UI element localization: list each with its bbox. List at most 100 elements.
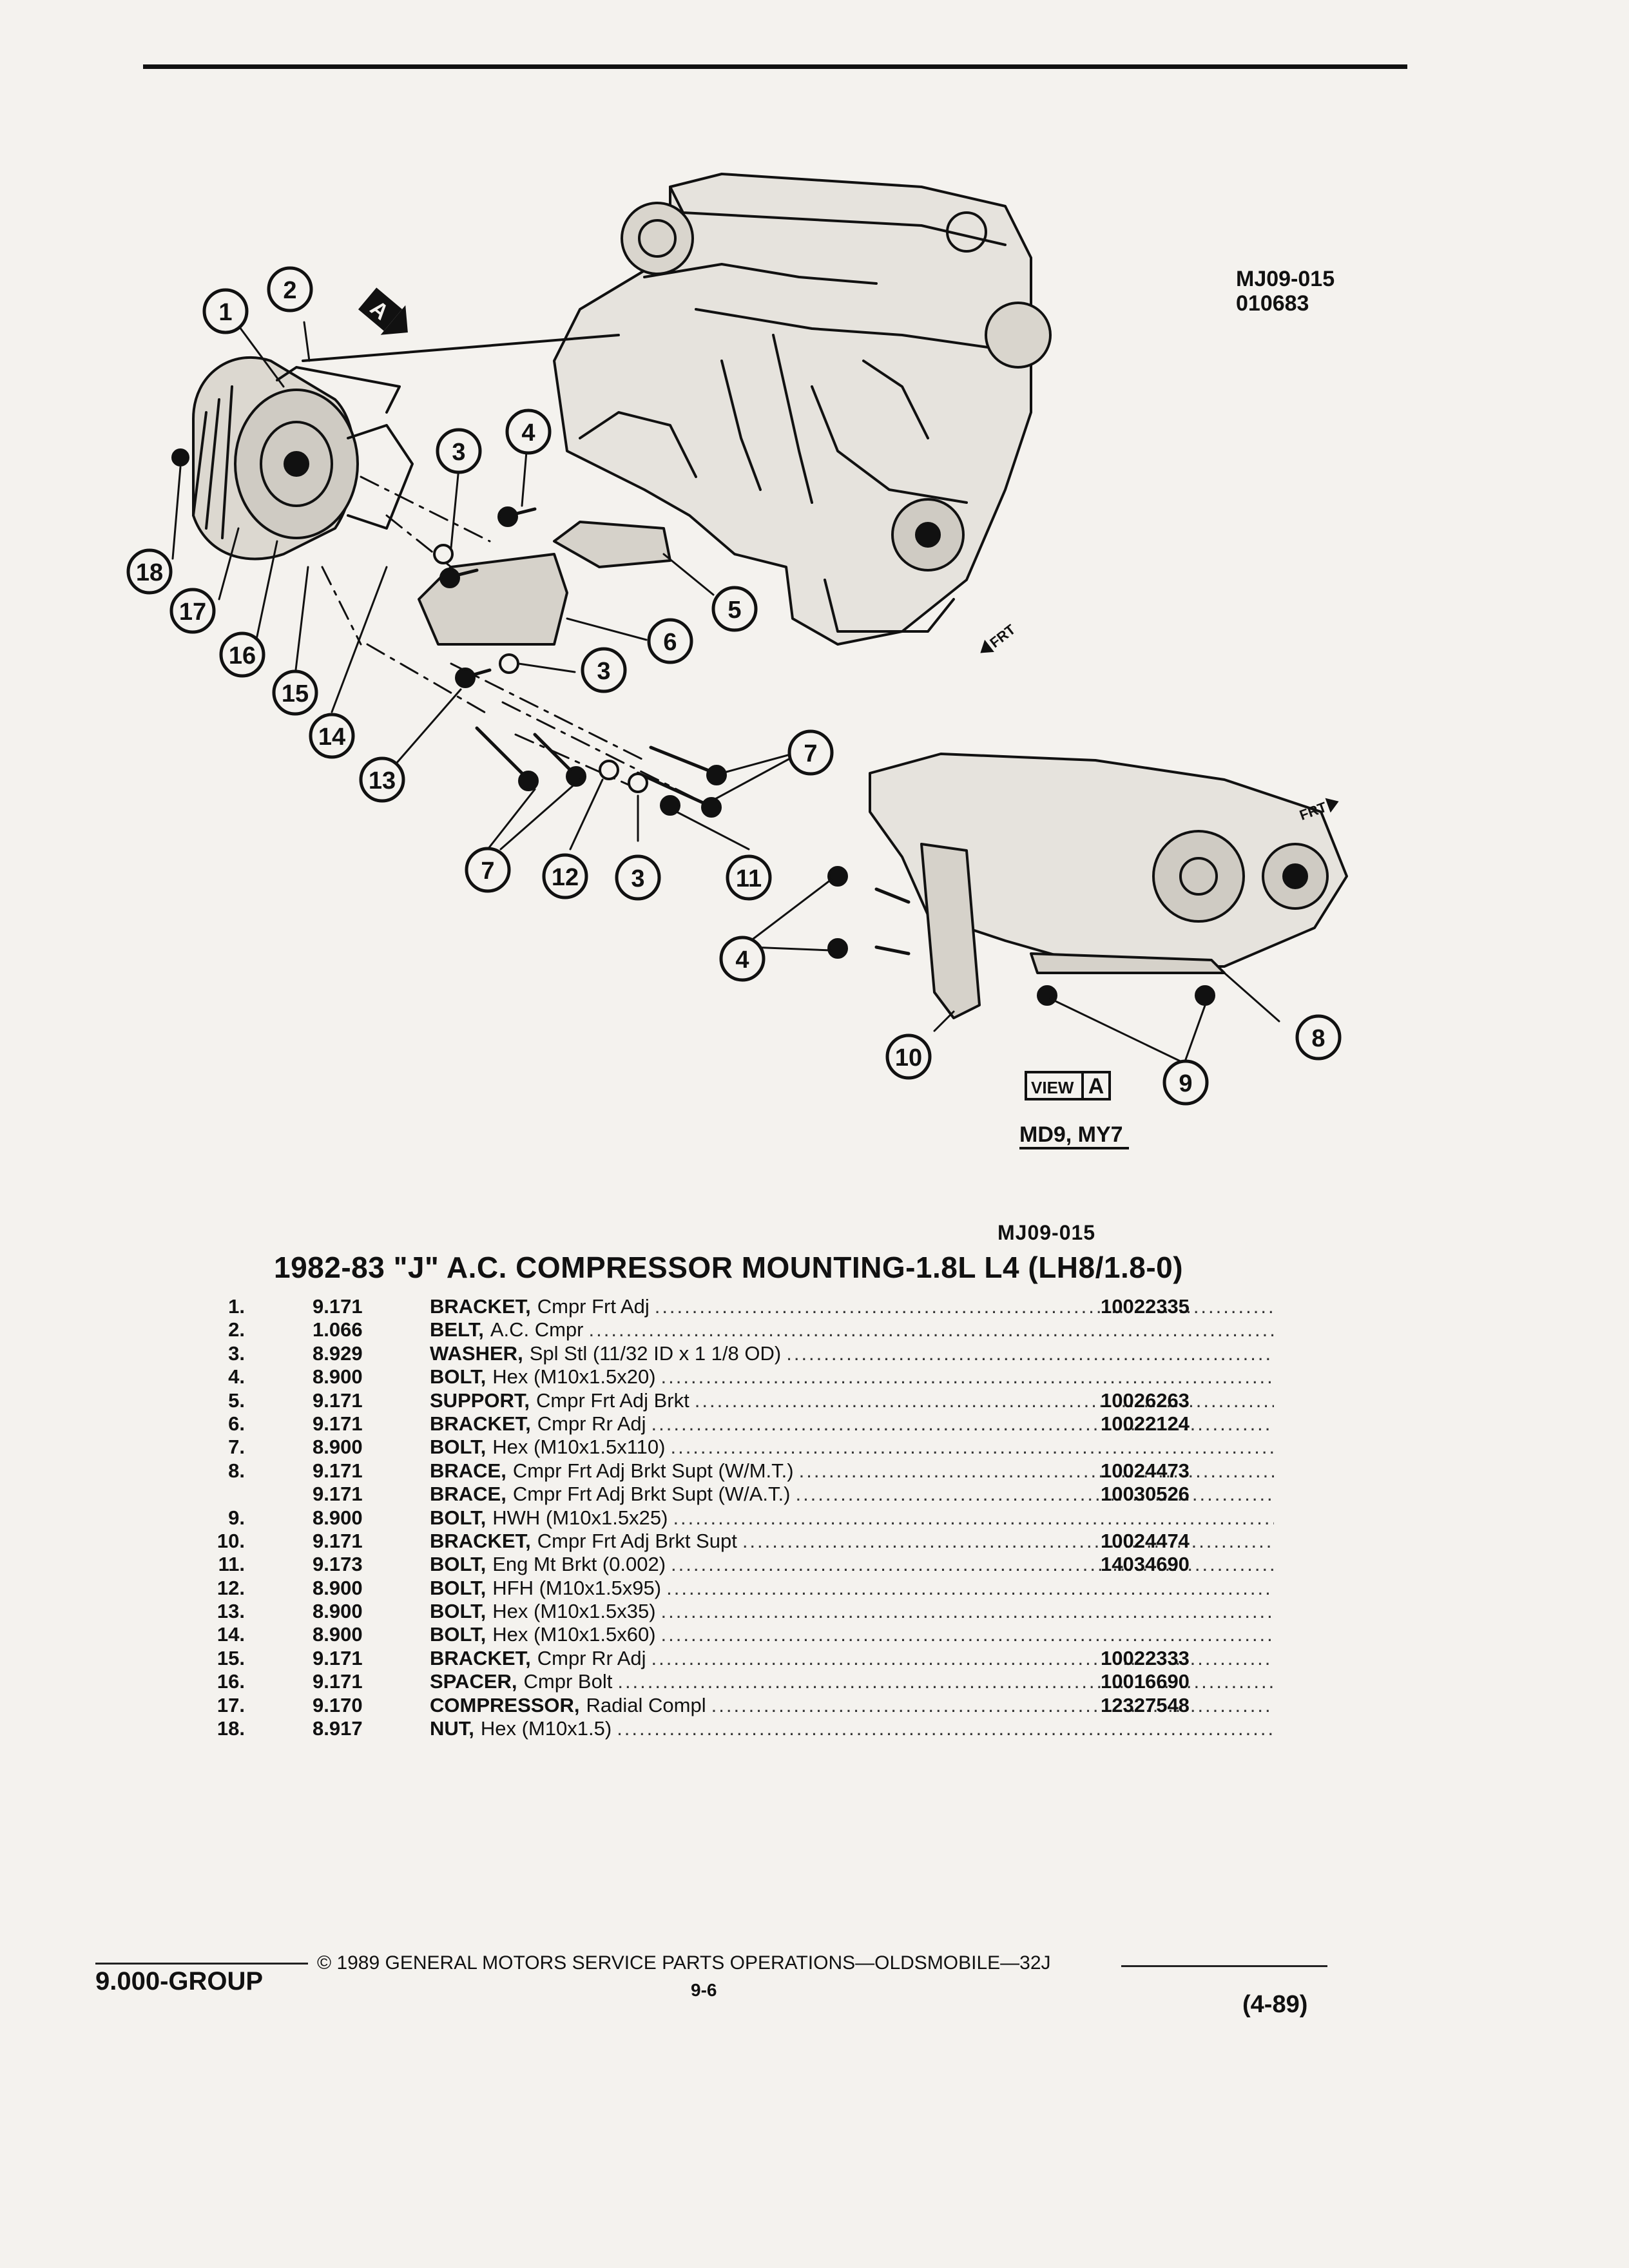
group-number: 8.900: [313, 1365, 363, 1389]
leader-dots: ........................................…: [660, 1365, 1274, 1389]
part-number: 10024474: [1101, 1529, 1190, 1552]
part-detail: Hex (M10x1.5x110): [492, 1436, 666, 1459]
part-detail: Spl Stl (11/32 ID x 1 1/8 OD): [529, 1341, 782, 1365]
part-name: COMPRESSOR,: [430, 1693, 580, 1716]
part-description: BRACKET,Cmpr Frt Adj....................…: [430, 1295, 1274, 1318]
group-number: 8.929: [313, 1341, 363, 1365]
part-number: 10026263: [1101, 1389, 1190, 1412]
callout-18: 18: [136, 559, 163, 586]
item-number: 7.: [228, 1436, 245, 1459]
part-description: BOLT,Eng Mt Brkt (0.002)................…: [430, 1553, 1274, 1576]
part-detail: Cmpr Frt Adj Brkt Supt (W/M.T.): [512, 1459, 794, 1482]
leader-dots: ........................................…: [798, 1459, 1274, 1482]
leader-dots: ........................................…: [660, 1623, 1274, 1646]
leader-dots: ........................................…: [671, 1553, 1274, 1576]
part-detail: Cmpr Bolt: [523, 1670, 613, 1693]
group-number: 8.900: [313, 1506, 363, 1529]
item-number: 9.: [228, 1506, 245, 1529]
part-name: BRACKET,: [430, 1295, 531, 1318]
part-name: BRACE,: [430, 1459, 506, 1482]
part-name: BRACE,: [430, 1483, 506, 1506]
item-number: 4.: [228, 1365, 245, 1389]
part-number: 10022333: [1101, 1646, 1190, 1669]
view-a-illustration: [869, 753, 1348, 1019]
part-detail: Hex (M10x1.5): [480, 1717, 612, 1740]
callout-10: 10: [895, 1044, 922, 1072]
part-description: NUT,Hex (M10x1.5).......................…: [430, 1717, 1274, 1740]
part-detail: Cmpr Rr Adj: [537, 1646, 646, 1669]
callout-7a: 7: [804, 740, 817, 767]
part-detail: HFH (M10x1.5x95): [492, 1576, 662, 1599]
part-detail: Eng Mt Brkt (0.002): [492, 1553, 666, 1576]
item-number: 5.: [228, 1389, 245, 1412]
part-name: BELT,: [430, 1318, 484, 1341]
leader-dots: ........................................…: [651, 1646, 1274, 1669]
item-number: 18.: [217, 1717, 245, 1740]
group-number: 9.170: [313, 1693, 363, 1716]
part-description: SPACER,Cmpr Bolt........................…: [430, 1670, 1274, 1693]
leader-dots: ........................................…: [786, 1341, 1274, 1365]
view-a-arrow-icon: A: [358, 287, 408, 335]
part-description: BRACKET,Cmpr Rr Adj.....................…: [430, 1647, 1274, 1670]
callout-9: 9: [1179, 1070, 1192, 1097]
item-number: 14.: [217, 1623, 245, 1646]
item-number: 15.: [217, 1646, 245, 1669]
callout-4b: 4: [735, 947, 749, 974]
callout-16: 16: [229, 642, 256, 669]
exploded-diagram: 1 2 3 4 5 6 3 7 7 9 8 10 11 12 3 13 14 1…: [126, 173, 1348, 1149]
support: [553, 521, 671, 568]
leader-dots: ........................................…: [588, 1318, 1275, 1341]
part-name: BOLT,: [430, 1553, 487, 1576]
part-detail: Cmpr Rr Adj: [537, 1412, 646, 1435]
part-name: BOLT,: [430, 1506, 487, 1529]
engine-illustration: [553, 173, 1052, 646]
page-title: 1982-83 "J" A.C. COMPRESSOR MOUNTING-1.8…: [274, 1251, 1184, 1284]
part-number: 14034690: [1101, 1553, 1190, 1576]
compressor-illustration: [192, 356, 414, 561]
part-description: BRACKET,Cmpr Frt Adj Brkt Supt..........…: [430, 1530, 1274, 1553]
group-number: 1.066: [313, 1318, 363, 1341]
part-description: BRACE,Cmpr Frt Adj Brkt Supt (W/A.T.)...…: [430, 1483, 1274, 1506]
part-name: BOLT,: [430, 1365, 487, 1389]
group-number: 9.171: [313, 1459, 363, 1482]
callout-8: 8: [1311, 1025, 1325, 1052]
parts-row: 9. 8.900 BOLT,HWH (M10x1.5x25)............…: [193, 1506, 1289, 1530]
callout-14: 14: [318, 724, 345, 751]
leader-dots: ........................................…: [660, 1600, 1274, 1623]
callout-11: 11: [736, 865, 762, 892]
part-name: BRACKET,: [430, 1412, 531, 1435]
ref-code-line-1: MJ09-015: [1236, 267, 1335, 291]
part-name: BOLT,: [430, 1623, 487, 1646]
callout-3a: 3: [452, 439, 465, 466]
part-number: 10022124: [1101, 1412, 1190, 1435]
callout-3b: 3: [597, 658, 610, 685]
part-number: 12327548: [1101, 1693, 1190, 1716]
part-name: BOLT,: [430, 1600, 487, 1623]
callout-5: 5: [728, 597, 741, 624]
parts-row: 9.171 BRACE,Cmpr Frt Adj Brkt Supt (W/A.T…: [193, 1483, 1289, 1506]
part-description: BELT,A.C. Cmpr..........................…: [430, 1318, 1274, 1341]
part-detail: Cmpr Frt Adj Brkt: [536, 1389, 689, 1412]
part-name: SUPPORT,: [430, 1389, 530, 1412]
leader-dots: ........................................…: [670, 1436, 1274, 1459]
part-description: BOLT,HWH (M10x1.5x25)...................…: [430, 1506, 1274, 1530]
callout-2: 2: [283, 277, 296, 304]
group-number: 9.171: [313, 1670, 363, 1693]
part-number: 10024473: [1101, 1459, 1190, 1482]
leader-dots: ........................................…: [654, 1295, 1274, 1318]
part-description: BOLT,Hex (M10x1.5x110)..................…: [430, 1436, 1274, 1459]
rear-bracket: [418, 553, 568, 646]
part-number: 10022335: [1101, 1295, 1190, 1318]
group-number: 9.171: [313, 1483, 363, 1506]
